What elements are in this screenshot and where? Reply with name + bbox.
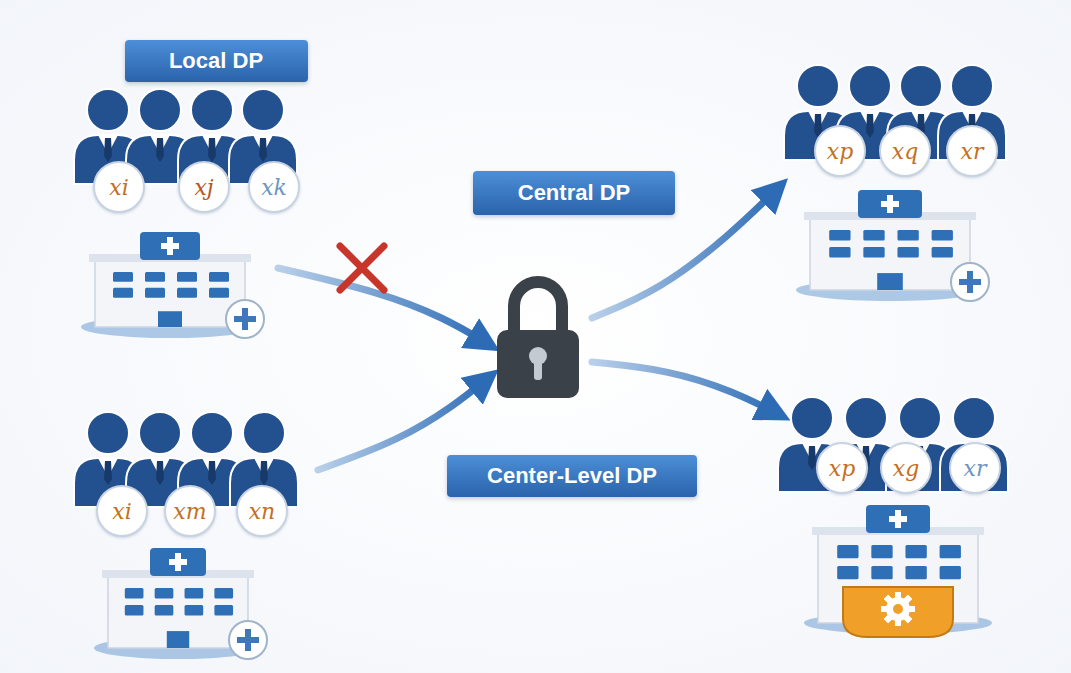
variable-text: xr [964,456,987,481]
label-box: Central DP [473,171,675,215]
variable-text: xk [261,175,287,200]
value-bubble: xr [946,125,998,177]
label-text: Central DP [518,180,630,206]
variable-text: xr [961,139,984,164]
value-bubble: xi [93,161,145,213]
hospital-icon [804,505,992,637]
label-box: Center-Level DP [447,455,697,497]
value-bubble: xq [879,125,931,177]
hospital-icon [796,190,989,301]
value-bubble: xm [164,485,216,537]
value-bubble: xp [814,125,866,177]
variable-text: xp [829,456,856,481]
value-bubble: xi [96,485,148,537]
label-box: Local DP [125,40,308,82]
value-bubble: xk [248,161,300,213]
hospital-icon [94,548,267,659]
hospital-icon [81,232,264,338]
variable-text: xi [112,499,131,524]
flow-arrow [592,362,778,414]
blocked-cross [340,246,384,290]
value-bubble: xj [178,161,230,213]
value-bubble: xg [880,442,932,494]
value-bubble: xn [236,485,288,537]
variable-text: xn [249,499,276,524]
flow-arrow [278,268,488,344]
value-bubble: xp [816,442,868,494]
variable-text: xm [173,499,206,524]
variable-text: xq [892,139,919,164]
label-text: Local DP [169,48,263,74]
lock-icon [497,282,579,398]
value-bubble: xr [949,442,1001,494]
variable-text: xi [109,175,128,200]
variable-text: xg [893,456,920,481]
label-text: Center-Level DP [487,463,657,489]
variable-text: xp [827,139,854,164]
variable-text: xj [194,175,213,200]
